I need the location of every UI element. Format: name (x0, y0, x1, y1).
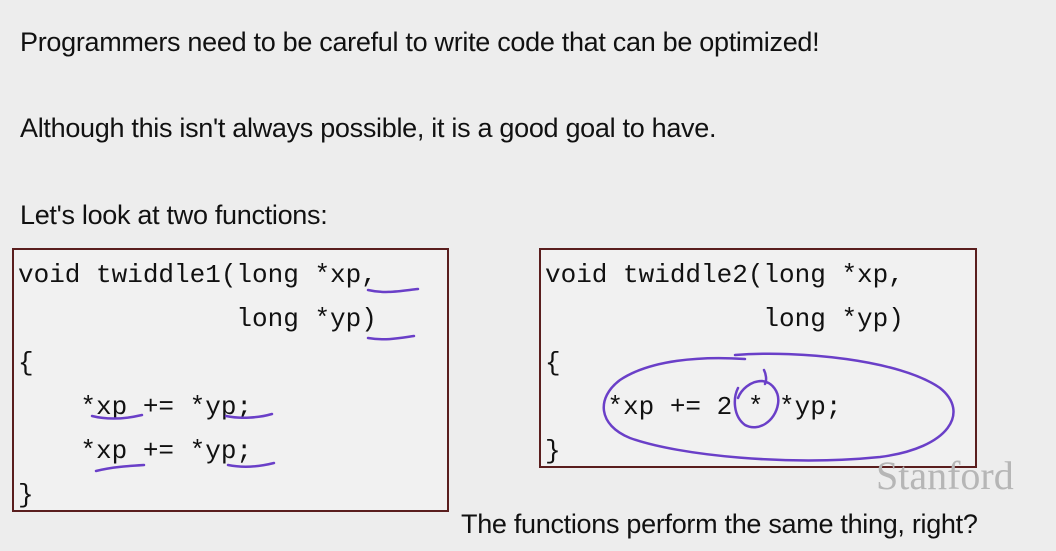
caption-text: The functions perform the same thing, ri… (461, 509, 978, 539)
code-line: void twiddle1(long *xp, (18, 260, 377, 290)
slide-text-line-1: Programmers need to be careful to write … (20, 27, 820, 57)
slide-text-line-2: Although this isn't always possible, it … (20, 113, 717, 143)
code-line: long *yp) (18, 304, 377, 334)
code-box-twiddle2: void twiddle2(long *xp, long *yp) { *xp … (539, 248, 977, 468)
slide-text-line-3: Let's look at two functions: (20, 200, 328, 230)
stanford-logo: Stanford (876, 453, 1014, 498)
code-twiddle1: void twiddle1(long *xp, long *yp) { *xp … (18, 253, 377, 517)
code-line: { (18, 348, 34, 378)
code-line: void twiddle2(long *xp, (545, 260, 904, 290)
code-line: { (545, 348, 561, 378)
code-line: *xp += *yp; (18, 436, 253, 466)
code-line: } (545, 436, 561, 466)
code-twiddle2: void twiddle2(long *xp, long *yp) { *xp … (545, 253, 904, 473)
code-line: long *yp) (545, 304, 904, 334)
code-line: *xp += *yp; (18, 392, 253, 422)
code-box-twiddle1: void twiddle1(long *xp, long *yp) { *xp … (12, 248, 449, 512)
code-line: *xp += 2 * *yp; (545, 392, 842, 422)
code-line: } (18, 480, 34, 510)
